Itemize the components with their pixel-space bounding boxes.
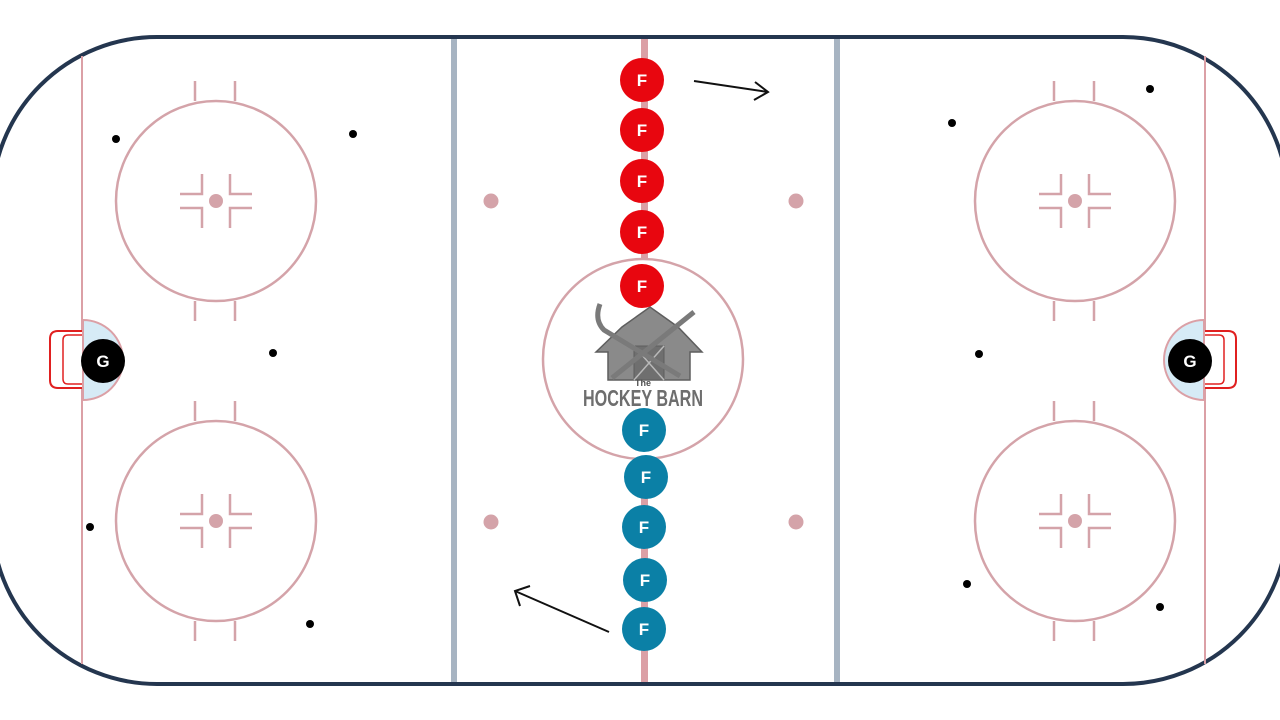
puck [975, 350, 983, 358]
svg-text:F: F [639, 518, 649, 537]
svg-text:F: F [637, 71, 647, 90]
svg-text:F: F [639, 421, 649, 440]
svg-text:F: F [639, 620, 649, 639]
svg-text:F: F [641, 468, 651, 487]
blue-line-right [834, 39, 840, 682]
movement-arrow-left [513, 585, 610, 633]
forward-red: F [620, 58, 664, 102]
puck [948, 119, 956, 127]
movement-arrow-right [693, 80, 770, 101]
svg-text:G: G [1183, 352, 1196, 371]
forward-blue: F [623, 558, 667, 602]
neutral-zone-dot [788, 193, 804, 209]
neutral-zone-dot [483, 193, 499, 209]
svg-text:F: F [637, 223, 647, 242]
svg-text:F: F [637, 121, 647, 140]
hockey-stick-icon [595, 303, 682, 379]
forward-red: F [620, 108, 664, 152]
goal-net-right [1205, 330, 1237, 389]
puck [963, 580, 971, 588]
puck [112, 135, 120, 143]
goalie-right: G [1168, 339, 1212, 383]
faceoff-circle-left-top [114, 81, 318, 321]
svg-text:G: G [96, 352, 109, 371]
goalie-left: G [81, 339, 125, 383]
svg-text:F: F [637, 277, 647, 296]
puck [1156, 603, 1164, 611]
svg-text:F: F [640, 571, 650, 590]
forward-blue: F [624, 455, 668, 499]
puck [306, 620, 314, 628]
blue-line-left [451, 39, 457, 682]
hockey-barn-logo: The HOCKEY BARN [583, 303, 704, 411]
forward-red: F [620, 159, 664, 203]
logo-text-the: The [635, 378, 651, 388]
faceoff-circle-right-top [973, 81, 1177, 321]
forward-red: F [620, 210, 664, 254]
puck [349, 130, 357, 138]
logo-text-hockey-barn: HOCKEY BARN [583, 385, 703, 411]
faceoff-circle-left-bottom [114, 401, 318, 641]
forward-red: F [620, 264, 664, 308]
neutral-zone-dot [788, 514, 804, 530]
neutral-zone-dot [483, 514, 499, 530]
puck [269, 349, 277, 357]
goal-net-left [49, 330, 82, 389]
forward-blue: F [622, 408, 666, 452]
faceoff-circle-right-bottom [973, 401, 1177, 641]
puck [1146, 85, 1154, 93]
forward-blue: F [622, 607, 666, 651]
puck [86, 523, 94, 531]
svg-text:F: F [637, 172, 647, 191]
forward-blue: F [622, 505, 666, 549]
hockey-stick-icon [610, 310, 696, 380]
